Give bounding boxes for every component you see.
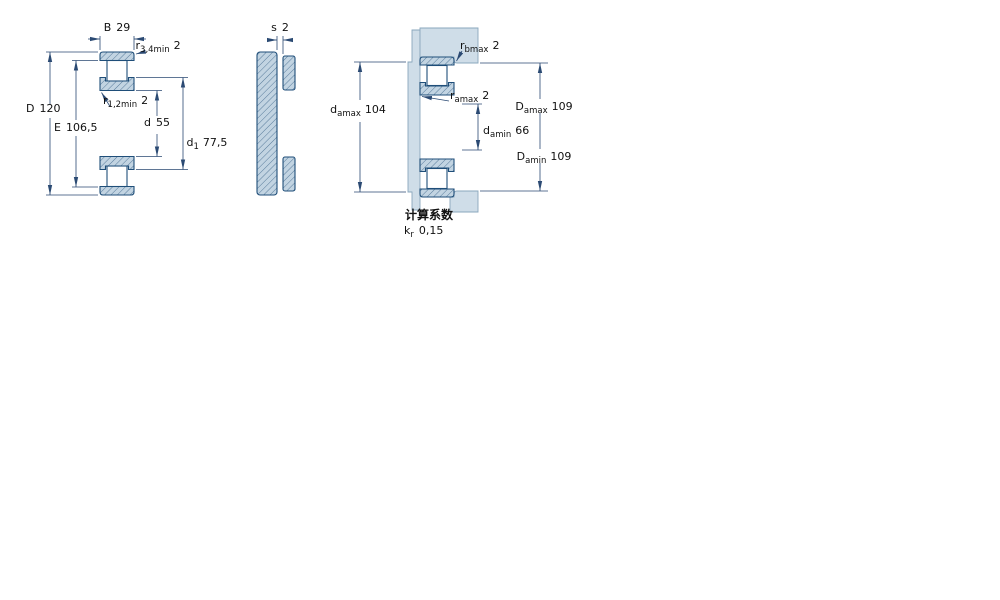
outer-ring-side-profile <box>256 51 278 196</box>
inner-ring-bottom-profile <box>282 156 296 192</box>
inner-ring-bottom-section <box>99 155 135 171</box>
mounted-outer-ring-top <box>419 56 455 66</box>
roller-bottom <box>106 165 128 188</box>
outer-ring-bottom-section <box>99 185 135 196</box>
mounted-roller-top <box>426 64 448 87</box>
mounted-inner-ring-bottom <box>419 158 455 173</box>
inner-ring-top-profile <box>282 55 296 91</box>
mounted-inner-ring-top <box>419 81 455 96</box>
outer-ring-top-section <box>99 51 135 62</box>
roller-top <box>106 59 128 82</box>
mounted-outer-ring-bottom <box>419 188 455 198</box>
shaft-shoulder <box>407 29 421 211</box>
inner-ring-top-section <box>99 76 135 92</box>
calculation-factors-heading: 计算系数 <box>405 207 454 222</box>
mounted-roller-bottom <box>426 167 448 190</box>
